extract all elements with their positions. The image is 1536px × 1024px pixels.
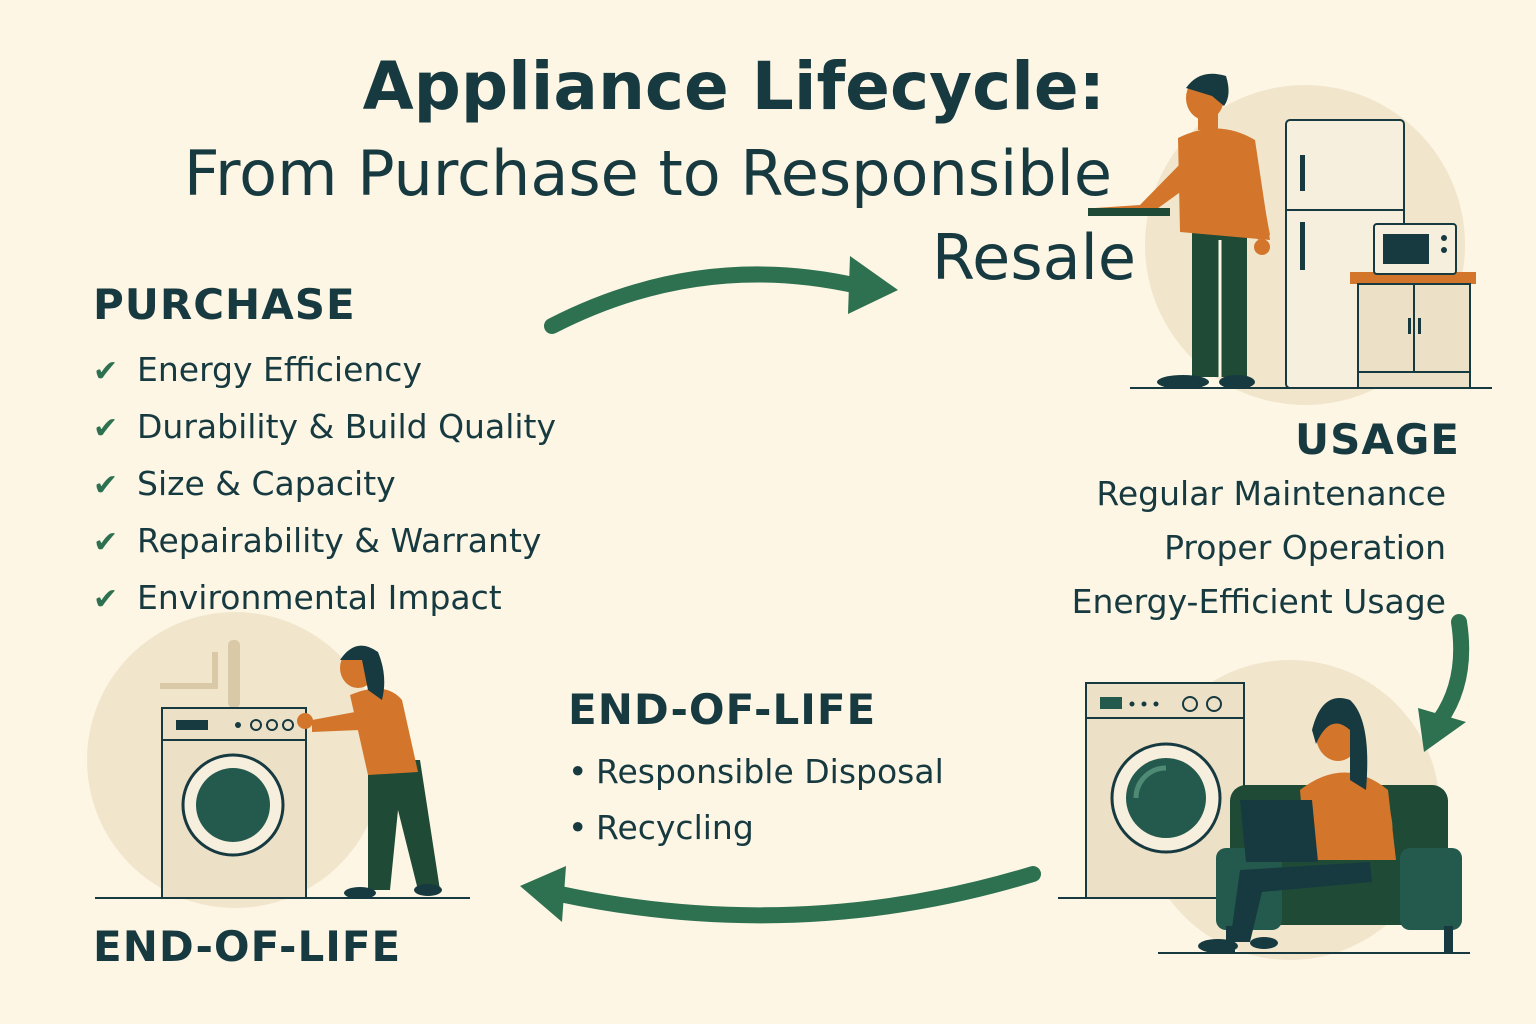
end-of-life-list: •Responsible Disposal •Recycling: [568, 752, 944, 864]
check-icon: ✔: [93, 582, 119, 617]
purchase-heading: PURCHASE: [93, 280, 356, 329]
purchase-item-label: Repairability & Warranty: [137, 521, 542, 560]
list-item: ✔ Repairability & Warranty: [93, 521, 556, 578]
end-of-life-bottom-label: END-OF-LIFE: [93, 922, 402, 971]
woman-standing-icon: [297, 645, 442, 899]
list-item: Proper Operation: [1164, 528, 1446, 567]
woman-with-laptop-icon: [1198, 698, 1396, 953]
usage-heading: USAGE: [1294, 415, 1460, 464]
washing-machine-icon-2: [1085, 682, 1245, 899]
purchase-item-label: Size & Capacity: [137, 464, 396, 503]
bullet-icon: •: [568, 752, 588, 791]
end-of-life-item-label: Recycling: [596, 808, 754, 847]
end-of-life-item-label: Responsible Disposal: [596, 752, 944, 791]
check-icon: ✔: [93, 354, 119, 389]
purchase-item-label: Energy Efficiency: [137, 350, 422, 389]
list-item: ✔ Durability & Build Quality: [93, 407, 556, 464]
list-item: •Recycling: [568, 808, 944, 864]
purchase-checklist: ✔ Energy Efficiency ✔ Durability & Build Q…: [93, 350, 556, 635]
pipes-icon: [160, 640, 240, 708]
list-item: Energy-Efficient Usage: [1071, 582, 1446, 621]
purchase-item-label: Durability & Build Quality: [137, 407, 556, 446]
arrow-usage-to-laundry: [1418, 614, 1470, 752]
check-icon: ✔: [93, 525, 119, 560]
arrow-purchase-to-usage: [544, 256, 898, 334]
title-line-3: Resale: [931, 221, 1136, 294]
title-line-1: Appliance Lifecycle:: [362, 48, 1105, 125]
list-item: ✔ Environmental Impact: [93, 578, 556, 635]
bullet-icon: •: [568, 808, 588, 847]
arrow-to-end-of-life: [520, 866, 1041, 924]
list-item: ✔ Size & Capacity: [93, 464, 556, 521]
kitchen-cabinet-icon: [1350, 272, 1476, 389]
man-figure-icon: [1088, 73, 1270, 389]
title-line-2: From Purchase to Responsible: [183, 137, 1112, 210]
microwave-icon: [1373, 223, 1457, 275]
list-item: ✔ Energy Efficiency: [93, 350, 556, 407]
end-of-life-heading: END-OF-LIFE: [568, 685, 877, 734]
check-icon: ✔: [93, 468, 119, 503]
purchase-item-label: Environmental Impact: [137, 578, 502, 617]
list-item: •Responsible Disposal: [568, 752, 944, 808]
washing-machine-icon: [161, 707, 307, 899]
check-icon: ✔: [93, 411, 119, 446]
usage-list: Regular Maintenance Proper Operation Ene…: [1072, 474, 1446, 636]
list-item: Regular Maintenance: [1096, 474, 1446, 513]
